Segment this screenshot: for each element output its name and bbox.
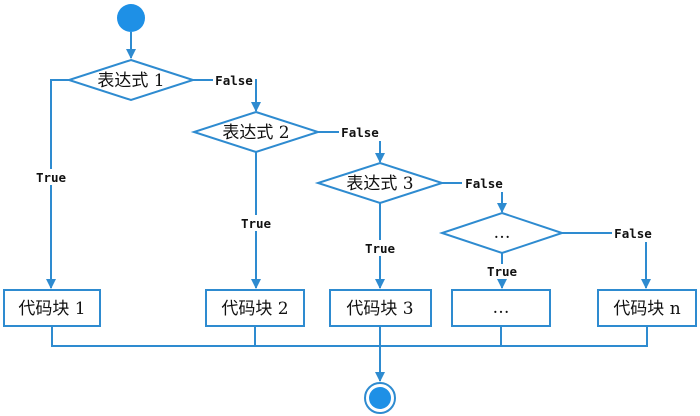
- decision-2-false-label: False: [341, 125, 379, 140]
- decision-more-false-label: False: [614, 226, 652, 241]
- decision-1-true-label: True: [36, 170, 67, 185]
- start-node-icon: [117, 4, 145, 32]
- end-node-icon: [364, 382, 396, 414]
- decision-2-true-label: True: [241, 216, 272, 231]
- decision-1-false-label: False: [215, 73, 253, 88]
- decision-3-false-label: False: [465, 176, 503, 191]
- code-block-more-label: …: [493, 298, 510, 318]
- code-block-3-label: 代码块 3: [346, 299, 413, 319]
- decision-more-true-label: True: [487, 264, 518, 279]
- decision-3-true-label: True: [365, 241, 396, 256]
- decision-1-label: 表达式 1: [97, 71, 164, 91]
- decision-3-label: 表达式 3: [346, 174, 413, 194]
- code-block-1-label: 代码块 1: [18, 299, 85, 319]
- decision-more-label: …: [494, 223, 511, 243]
- code-block-2-label: 代码块 2: [221, 299, 288, 319]
- decision-1: [65, 58, 197, 102]
- decision-2-label: 表达式 2: [222, 123, 289, 143]
- code-block-n-label: 代码块 n: [613, 299, 680, 319]
- code-block-1: [3, 289, 101, 327]
